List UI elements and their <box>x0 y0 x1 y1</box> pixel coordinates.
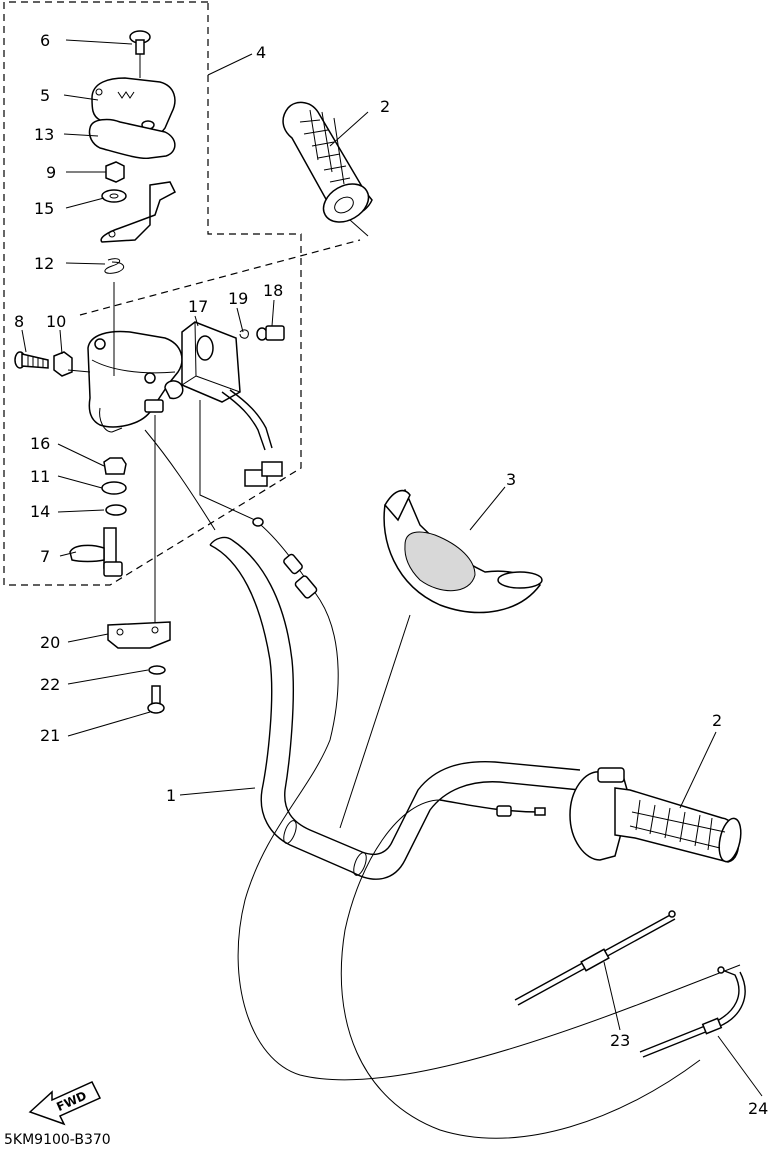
callout-22: 22 <box>40 675 60 694</box>
callout-23: 23 <box>610 1031 630 1050</box>
diagram-code: 5KM9100-B370 <box>4 1132 111 1148</box>
callout-15: 15 <box>34 199 54 218</box>
callout-12: 12 <box>34 254 54 273</box>
callout-21: 21 <box>40 726 60 745</box>
callout-2a: 2 <box>380 97 390 116</box>
bolt-21 <box>147 685 165 714</box>
cable-23 <box>514 910 676 1006</box>
washer-11 <box>101 481 127 495</box>
callout-4: 4 <box>256 43 266 62</box>
callout-20: 20 <box>40 633 60 652</box>
washer-15 <box>101 189 127 203</box>
callout-3: 3 <box>506 470 516 489</box>
lever-6 <box>69 527 123 577</box>
grip-top <box>282 101 373 237</box>
cable-loop-2 <box>340 799 701 1139</box>
throttle-inner-cable <box>439 799 541 813</box>
callout-5: 5 <box>40 86 50 105</box>
assembly-box-4 <box>3 1 302 586</box>
lever-bracket <box>100 181 176 243</box>
gasket-13 <box>88 118 176 160</box>
nut-9 <box>105 161 125 183</box>
callout-11: 11 <box>30 467 50 486</box>
callout-10: 10 <box>46 312 66 331</box>
callout-18: 18 <box>263 281 283 300</box>
spring-12 <box>104 258 125 274</box>
callout-8: 8 <box>14 312 24 331</box>
callout-1: 1 <box>166 786 176 805</box>
screw-18 <box>256 325 285 341</box>
handlebar <box>209 536 581 880</box>
callout-2b: 2 <box>712 711 722 730</box>
screw-7 <box>129 30 151 55</box>
o-ring-14 <box>105 504 127 516</box>
callout-14: 14 <box>30 502 50 521</box>
callout-7: 6 <box>40 31 50 50</box>
hand-guard <box>383 488 543 614</box>
clip-19 <box>239 329 249 339</box>
throttle-cable <box>237 599 741 1081</box>
grip-right <box>569 767 742 863</box>
fwd-arrow-icon: FWD <box>28 1081 102 1126</box>
switch-housing <box>87 330 184 433</box>
washer-22 <box>148 665 166 675</box>
leader-lines <box>21 39 763 1097</box>
callout-16: 16 <box>30 434 50 453</box>
bolt-8 <box>14 351 49 369</box>
callout-6: 7 <box>40 547 50 566</box>
cable-24 <box>639 966 746 1058</box>
collar-16 <box>103 457 127 475</box>
callout-24: 24 <box>748 1099 768 1118</box>
callout-19: 19 <box>228 289 248 308</box>
cable-end <box>534 807 546 816</box>
callout-17: 17 <box>188 297 208 316</box>
cable-fitting <box>496 805 512 817</box>
nut-10 <box>53 351 73 377</box>
callout-9: 9 <box>46 163 56 182</box>
center-lines <box>113 54 321 622</box>
switch-unit-17 <box>181 321 283 487</box>
callout-labels: 6 4 5 2 13 9 15 12 17 19 18 8 10 16 11 3… <box>14 31 768 1118</box>
cable-adjuster <box>252 517 318 599</box>
assembly-box-inner <box>79 239 361 316</box>
callout-13: 13 <box>34 125 54 144</box>
holder-20 <box>107 621 171 649</box>
